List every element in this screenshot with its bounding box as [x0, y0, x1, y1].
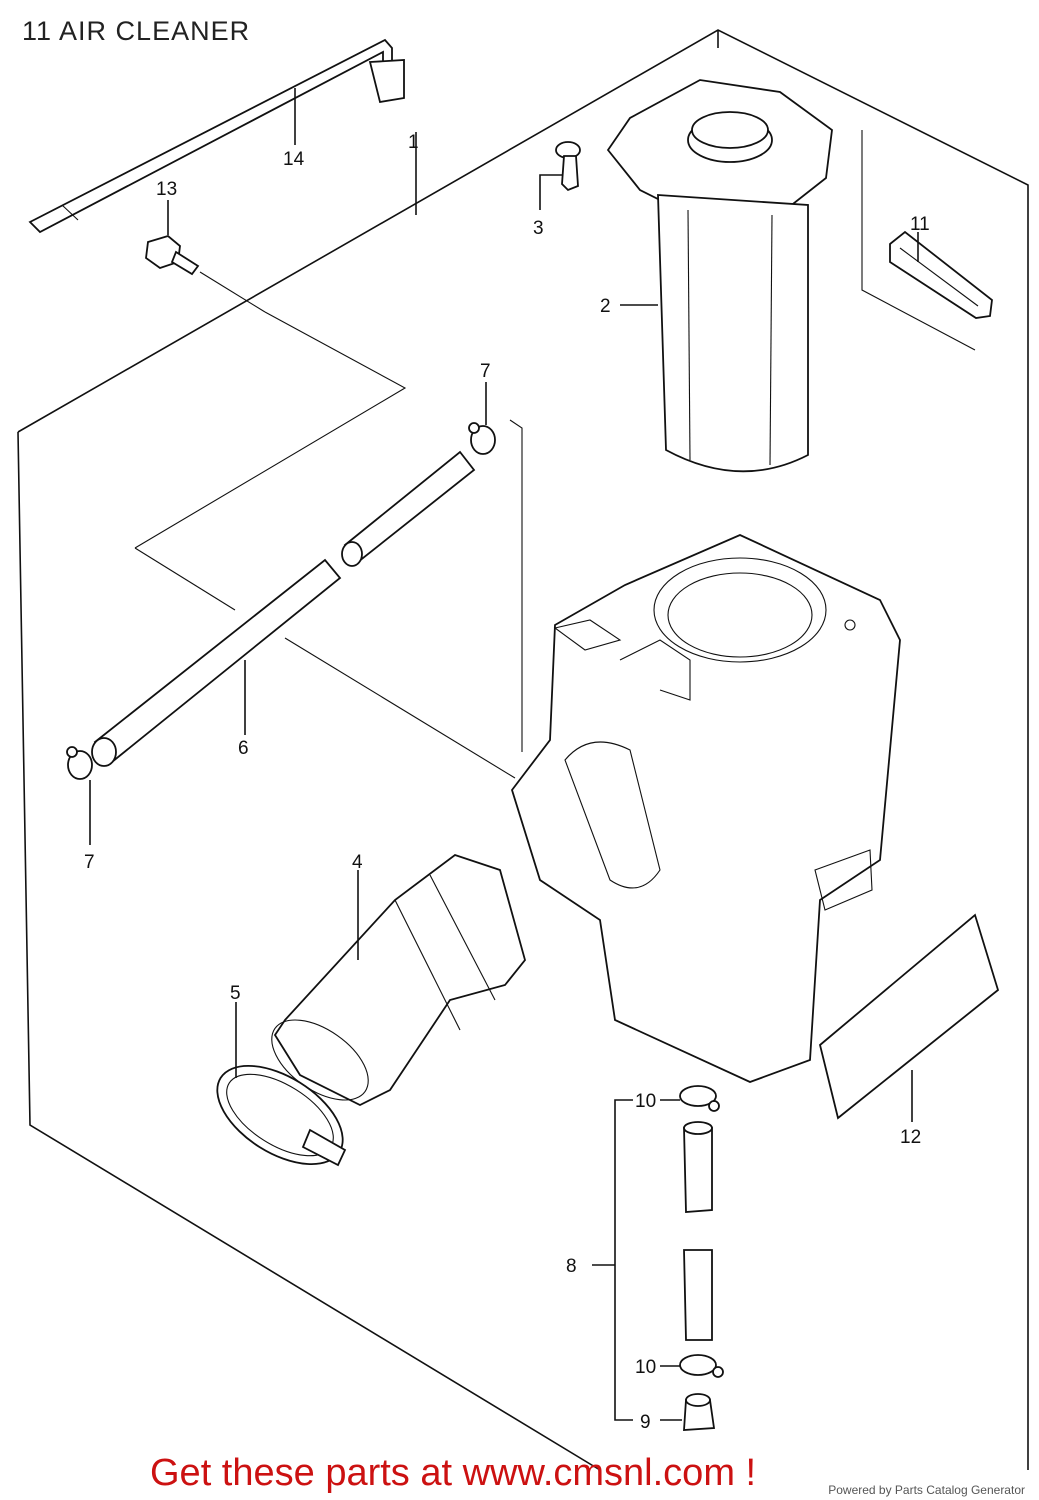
clamp-part-7-top [468, 422, 496, 455]
leader-lines [89, 88, 919, 1421]
powered-by-note: Powered by Parts Catalog Generator [828, 1483, 1025, 1497]
drain-hose-part-8 [679, 1085, 724, 1431]
callout-7-bottom: 7 [84, 852, 95, 873]
assembly-frame [17, 29, 1029, 1471]
callout-4: 4 [352, 852, 363, 873]
callout-12: 12 [900, 1127, 921, 1148]
bolt-part-13 [145, 234, 200, 276]
callout-3: 3 [533, 218, 544, 239]
strap-part-14 [28, 38, 405, 234]
callout-10-bottom: 10 [635, 1357, 656, 1378]
callout-8: 8 [566, 1256, 577, 1277]
parts-link-banner[interactable]: Get these parts at www.cmsnl.com ! [150, 1452, 757, 1494]
callout-13: 13 [156, 179, 177, 200]
callout-9: 9 [640, 1412, 651, 1433]
callout-labels: 1 2 3 4 5 6 7 7 8 9 10 10 11 12 13 14 [84, 132, 930, 1433]
callout-14: 14 [283, 149, 305, 170]
callout-6: 6 [238, 738, 249, 759]
inner-frame [134, 130, 976, 779]
seal-pad-part-12 [818, 913, 1000, 1120]
clamp-part-7-bottom [66, 746, 93, 780]
strip-part-11 [889, 230, 993, 319]
screw-part-3 [555, 141, 581, 192]
callout-1: 1 [408, 132, 419, 153]
intake-boot-part-4 [271, 853, 526, 1107]
band-clamp-part-5 [216, 1064, 347, 1167]
diagram-title: 11 AIR CLEANER [22, 16, 251, 46]
callout-2: 2 [600, 296, 611, 317]
hose-part-6 [91, 450, 476, 767]
callout-10-top: 10 [635, 1091, 656, 1112]
filter-element-part-2 [606, 79, 833, 473]
callout-11: 11 [910, 214, 930, 235]
callout-5: 5 [230, 983, 241, 1004]
callout-7-top: 7 [480, 361, 491, 382]
air-cleaner-case-part-1 [511, 534, 901, 1083]
